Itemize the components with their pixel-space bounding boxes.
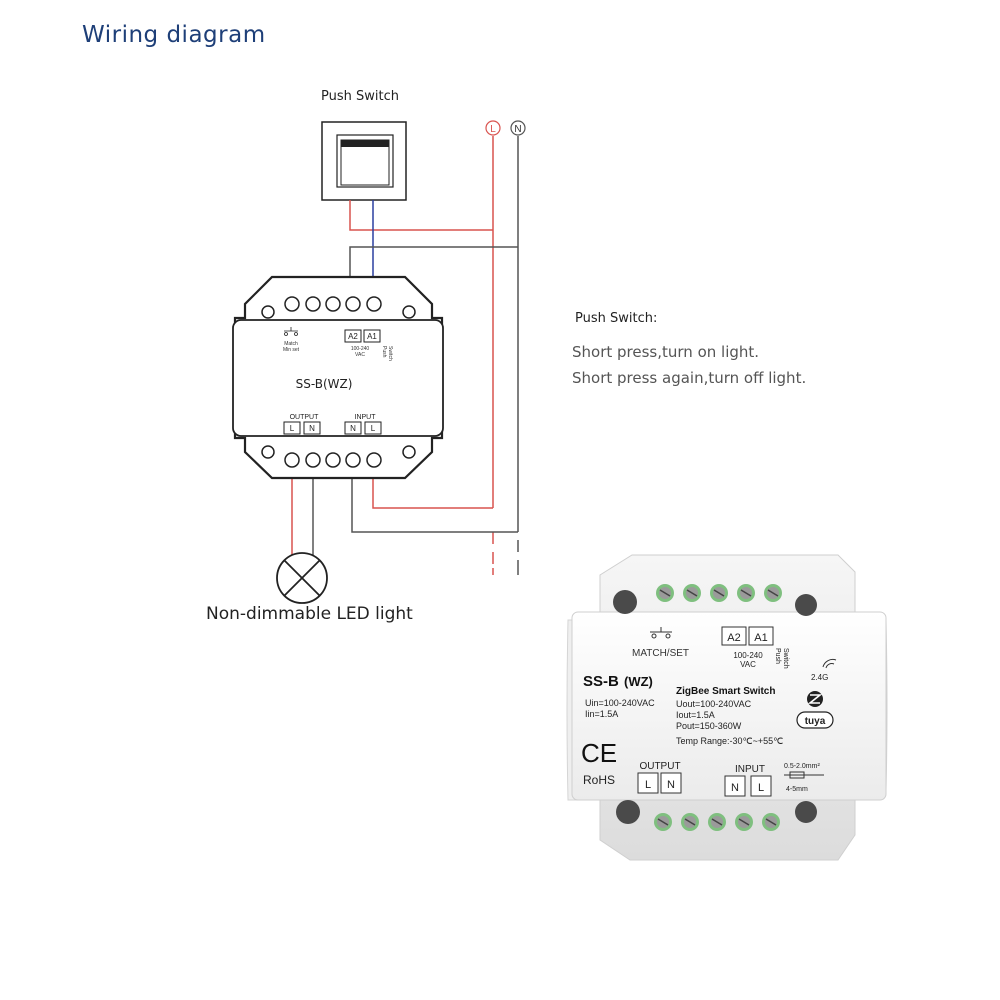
svg-text:4-5mm: 4-5mm — [786, 786, 808, 793]
svg-text:INPUT: INPUT — [355, 414, 377, 421]
module-diagram: Match Min set A2 A1 100-240 VAC Push Swi… — [232, 275, 444, 480]
bottom-terminals-icon — [654, 813, 780, 831]
svg-text:L: L — [645, 779, 651, 791]
tuya-logo-icon: tuya — [796, 711, 834, 729]
ce-mark: CE — [581, 738, 617, 768]
svg-text:Uout=100-240VAC: Uout=100-240VAC — [676, 699, 752, 709]
live-marker-icon: L — [485, 120, 501, 136]
svg-text:VAC: VAC — [355, 352, 365, 358]
match-set-icon — [650, 627, 672, 639]
rohs-mark: RoHS — [583, 773, 615, 787]
svg-text:0.5-2.0mm²: 0.5-2.0mm² — [784, 763, 820, 770]
svg-text:N: N — [731, 782, 739, 794]
svg-text:Match: Match — [284, 341, 298, 347]
info-line-1: Short press,turn on light. — [572, 343, 760, 361]
svg-text:Temp Range:-30℃~+55℃: Temp Range:-30℃~+55℃ — [676, 736, 783, 746]
svg-text:MATCH/SET: MATCH/SET — [632, 648, 689, 659]
led-light-label: Non-dimmable LED light — [206, 604, 413, 624]
svg-text:100-240: 100-240 — [733, 651, 763, 660]
zigbee-logo-icon — [807, 691, 823, 707]
svg-text:(WZ): (WZ) — [624, 674, 653, 689]
svg-text:N: N — [667, 779, 675, 791]
match-button-icon — [284, 327, 298, 336]
top-terminals-icon — [656, 584, 782, 602]
push-switch-label: Push Switch — [321, 89, 399, 104]
svg-text:100-240: 100-240 — [351, 346, 370, 352]
svg-text:OUTPUT: OUTPUT — [290, 414, 320, 421]
svg-text:Pout=150-360W: Pout=150-360W — [676, 721, 742, 731]
wire-strip-icon — [784, 771, 824, 779]
info-line-2: Short press again,turn off light. — [572, 369, 807, 387]
svg-text:N: N — [309, 424, 315, 433]
svg-text:Switch: Switch — [782, 648, 789, 669]
push-switch-icon — [321, 121, 407, 201]
svg-text:N: N — [514, 124, 521, 135]
svg-text:Uin=100-240VAC: Uin=100-240VAC — [585, 698, 655, 708]
svg-text:Iin=1.5A: Iin=1.5A — [585, 709, 618, 719]
svg-text:A2: A2 — [727, 632, 740, 644]
svg-text:ZigBee Smart Switch: ZigBee Smart Switch — [676, 686, 775, 697]
svg-text:2.4G: 2.4G — [811, 673, 828, 682]
svg-text:N: N — [350, 424, 356, 433]
svg-text:L: L — [371, 424, 376, 433]
page-title: Wiring diagram — [82, 22, 266, 48]
svg-text:L: L — [490, 124, 496, 135]
svg-text:L: L — [758, 782, 764, 794]
svg-text:INPUT: INPUT — [735, 764, 765, 775]
svg-text:A1: A1 — [754, 632, 767, 644]
svg-text:A2: A2 — [348, 332, 358, 341]
neutral-marker-icon: N — [510, 120, 526, 136]
svg-text:SS-B: SS-B — [583, 673, 619, 690]
info-title: Push Switch: — [575, 311, 658, 326]
svg-text:SS-B(WZ): SS-B(WZ) — [296, 377, 353, 391]
svg-text:Push: Push — [381, 346, 387, 358]
svg-text:A1: A1 — [367, 332, 377, 341]
svg-text:VAC: VAC — [740, 660, 756, 669]
lamp-icon — [276, 552, 328, 604]
svg-text:tuya: tuya — [805, 716, 826, 727]
wireless-icon — [822, 658, 837, 669]
svg-text:OUTPUT: OUTPUT — [639, 761, 680, 772]
svg-text:Iout=1.5A: Iout=1.5A — [676, 710, 715, 720]
svg-text:Min set: Min set — [283, 347, 300, 353]
svg-text:L: L — [290, 424, 295, 433]
svg-text:Switch: Switch — [387, 346, 393, 361]
svg-text:Push: Push — [774, 648, 781, 664]
